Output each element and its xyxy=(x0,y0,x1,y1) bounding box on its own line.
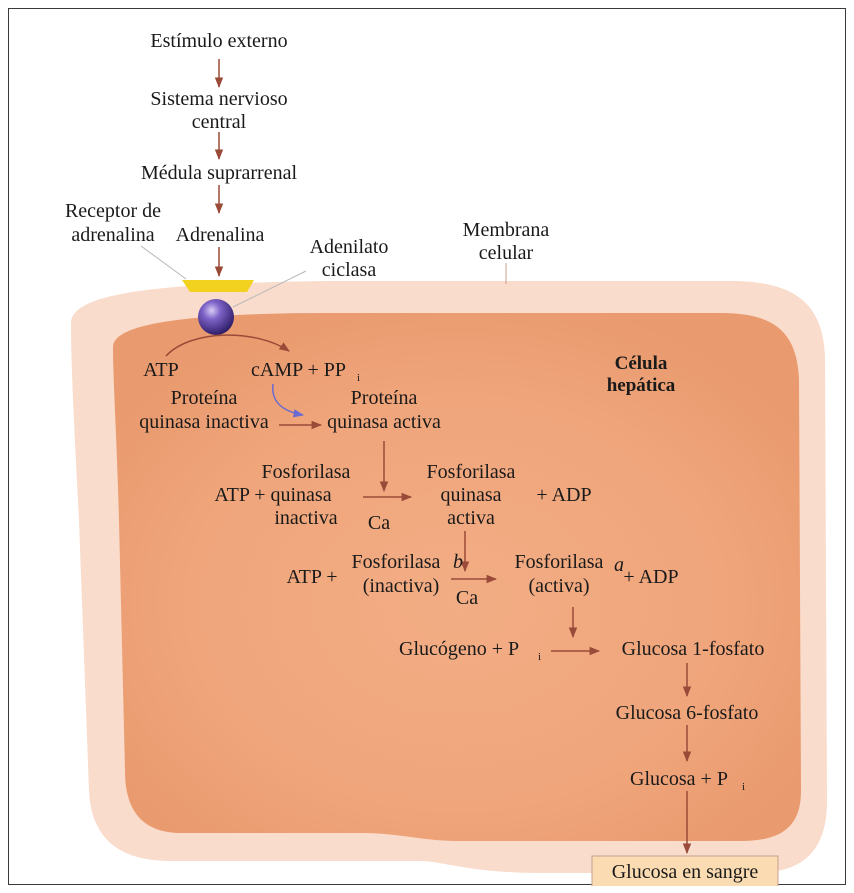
label-ca-1: Ca xyxy=(368,512,390,534)
label-receptor-line2: adrenalina xyxy=(71,224,154,246)
label-pp-subscript: i xyxy=(357,372,360,384)
label-external-stimulus: Estímulo externo xyxy=(150,30,287,52)
label-glycogen-pi: Glucógeno + P xyxy=(399,638,519,660)
label-phos-b-letter: b xyxy=(453,551,463,573)
label-adrenaline: Adrenalina xyxy=(176,224,265,246)
glycogenolysis-diagram: Estímulo externo Sistema nervioso centra… xyxy=(65,30,827,886)
label-glucose-1p: Glucosa 1-fosfato xyxy=(622,638,765,660)
label-pk-active-line2: quinasa activa xyxy=(327,411,441,433)
label-phos-a-letter: a xyxy=(614,554,624,576)
label-phk-inactive-line2: ATP + quinasa xyxy=(214,484,331,506)
label-membrane-line1: Membrana xyxy=(463,219,550,241)
label-blood-glucose: Glucosa en sangre xyxy=(612,861,759,883)
label-plus-adp-2: + ADP xyxy=(623,566,678,588)
label-plus-adp-1: + ADP xyxy=(536,484,591,506)
label-pk-inactive-line1: Proteína xyxy=(171,387,238,409)
label-glucose-6p: Glucosa 6-fosfato xyxy=(616,702,759,724)
arrow-atp-to-camp xyxy=(165,334,290,357)
label-atp: ATP xyxy=(143,359,179,381)
label-atp-plus: ATP + xyxy=(286,566,337,588)
label-phos-a-line2: (activa) xyxy=(528,575,589,597)
arrow-camp-activation xyxy=(272,383,305,418)
label-cns-line2: central xyxy=(192,111,247,133)
label-adrenal-medulla: Médula suprarrenal xyxy=(141,162,297,184)
label-glucose-pi: Glucosa + P xyxy=(630,768,728,790)
label-phos-a-line1: Fosforilasa xyxy=(515,551,604,573)
diagram-frame: Estímulo externo Sistema nervioso centra… xyxy=(8,8,846,886)
blood-glucose-box xyxy=(591,855,779,886)
label-phk-inactive-line3: inactiva xyxy=(274,507,337,529)
label-phk-active-line1: Fosforilasa xyxy=(427,461,516,483)
label-pi-subscript-2: i xyxy=(742,781,745,793)
label-cns-line1: Sistema nervioso xyxy=(150,88,287,110)
label-phk-inactive-line1: Fosforilasa xyxy=(262,461,351,483)
label-adenylate-line1: Adenilato xyxy=(310,236,389,258)
adenylate-cyclase-enzyme xyxy=(198,299,234,335)
inner-cell-cytoplasm xyxy=(113,313,801,841)
label-cell-line1: Célula xyxy=(615,353,668,374)
label-ca-2: Ca xyxy=(456,587,478,609)
label-cell-line2: hepática xyxy=(607,375,676,396)
label-membrane-line2: celular xyxy=(479,242,534,264)
label-phos-b-line2: (inactiva) xyxy=(363,575,440,597)
receptor-leader-line xyxy=(140,245,187,280)
adenylate-leader-line xyxy=(232,270,307,308)
adrenaline-receptor xyxy=(182,280,254,292)
label-phk-active-line3: activa xyxy=(447,507,495,529)
label-phos-b-line1: Fosforilasa xyxy=(352,551,441,573)
label-phk-active-line2: quinasa xyxy=(440,484,501,506)
label-adenylate-line2: ciclasa xyxy=(322,259,377,281)
label-camp-pp: cAMP + PP xyxy=(251,359,346,381)
label-pi-subscript-1: i xyxy=(538,651,541,663)
label-pk-inactive-line2: quinasa inactiva xyxy=(139,411,269,433)
label-pk-active-line1: Proteína xyxy=(351,387,418,409)
label-receptor-line1: Receptor de xyxy=(65,200,161,222)
